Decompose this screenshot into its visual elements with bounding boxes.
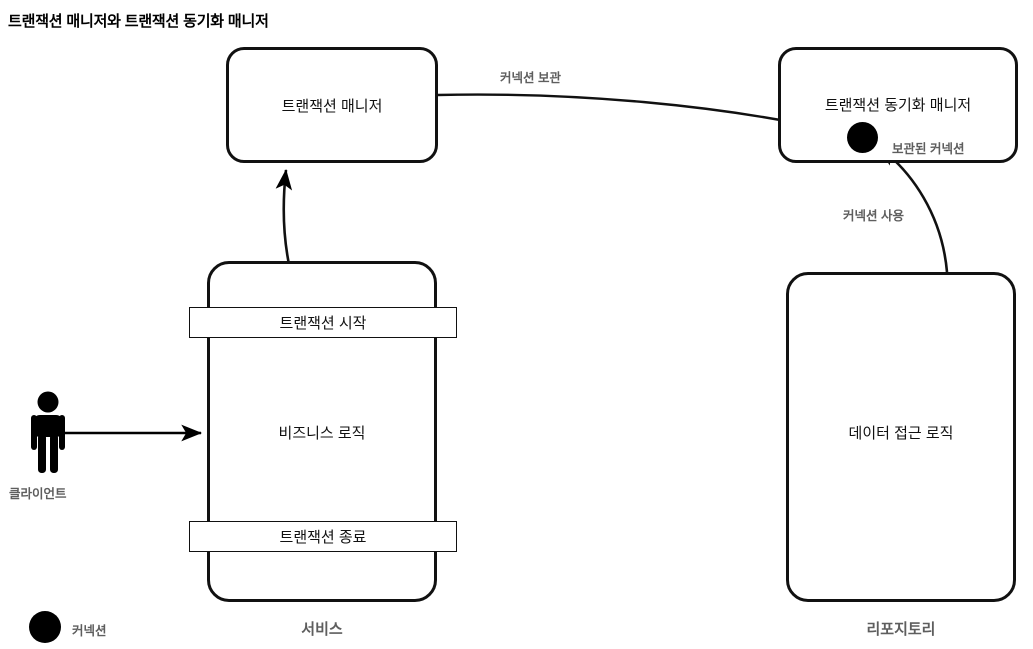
- page-title: 트랜잭션 매니저와 트랜잭션 동기화 매니저: [8, 13, 269, 30]
- node-service-caption: 서비스: [301, 621, 343, 638]
- edge-label-use-connection: 커넥션 사용: [843, 209, 904, 223]
- edge-label-stored-connection: 보관된 커넥션: [892, 142, 965, 156]
- legend-connection-label: 커넥션: [72, 624, 107, 638]
- stored-connection-dot[interactable]: [847, 122, 878, 153]
- edge-label-store-connection: 커넥션 보관: [500, 71, 561, 85]
- service-bar-transaction-begin[interactable]: 트랜잭션 시작: [189, 307, 457, 338]
- client-actor-icon: [31, 391, 65, 473]
- repository-data-access-logic-label: 데이터 접근 로직: [848, 425, 954, 442]
- node-transaction-manager[interactable]: 트랜잭션 매니저: [226, 47, 438, 163]
- service-business-logic-label: 비즈니스 로직: [278, 425, 366, 442]
- node-repository[interactable]: [786, 272, 1016, 602]
- node-repository-caption: 리포지토리: [866, 621, 936, 638]
- node-transaction-sync-manager-label: 트랜잭션 동기화 매니저: [824, 97, 972, 114]
- client-actor-caption: 클라이언트: [9, 487, 67, 501]
- node-transaction-manager-label: 트랜잭션 매니저: [281, 98, 383, 115]
- service-bar-transaction-end[interactable]: 트랜잭션 종료: [189, 521, 457, 552]
- node-transaction-sync-manager[interactable]: 트랜잭션 동기화 매니저: [778, 47, 1018, 163]
- legend-connection-dot: [29, 611, 61, 643]
